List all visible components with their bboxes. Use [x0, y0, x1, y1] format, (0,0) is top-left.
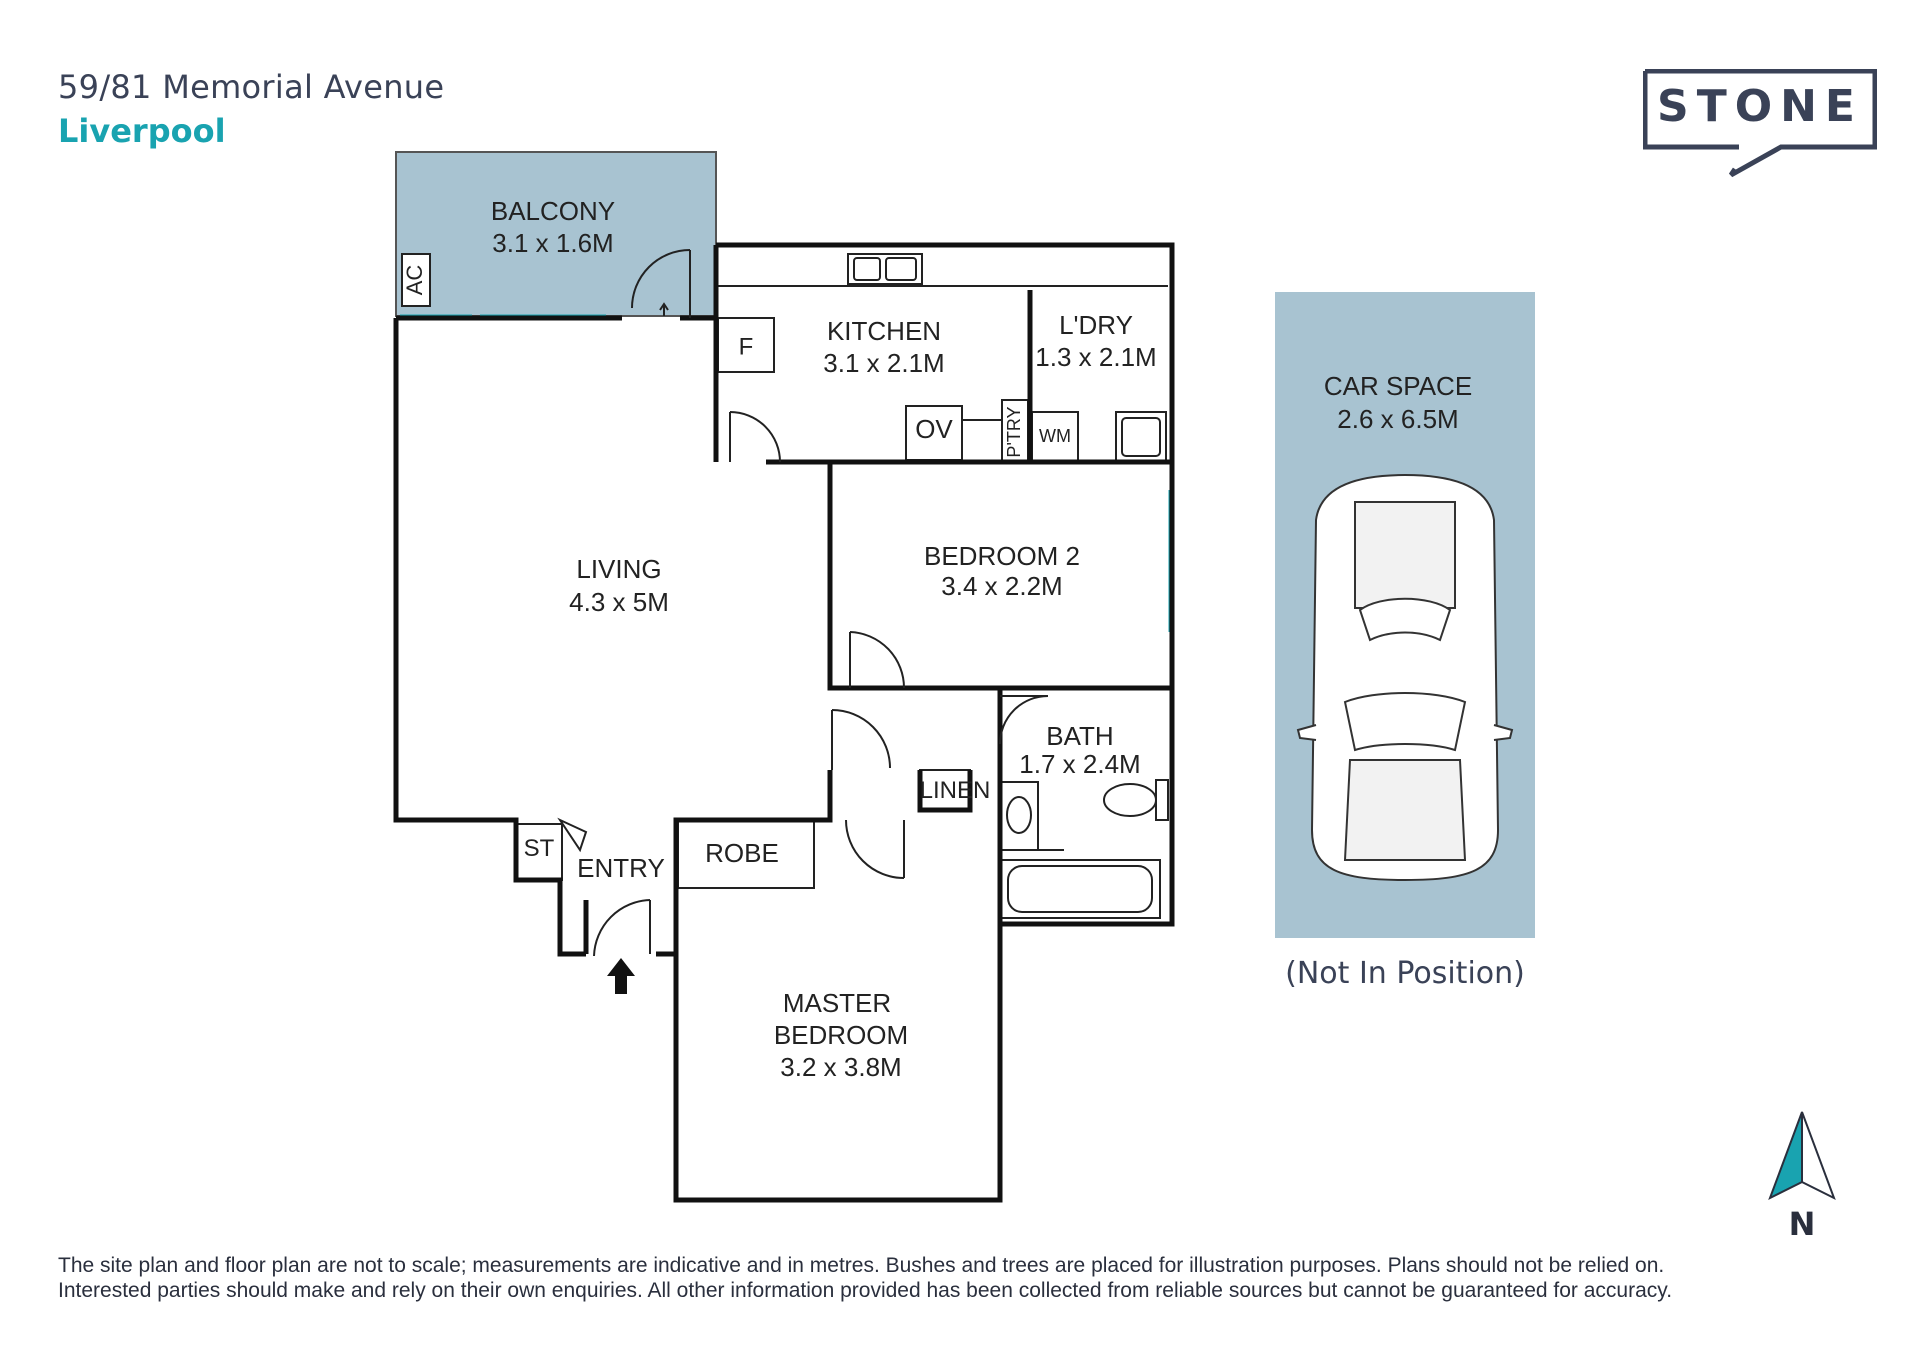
car-icon: [1296, 473, 1514, 882]
stone-logo: STONE: [1643, 69, 1877, 178]
kitchen-name: KITCHEN: [827, 316, 941, 346]
balcony-size: 3.1 x 1.6M: [492, 228, 613, 258]
sink-icon: [847, 253, 923, 285]
entry-arrow-icon: [607, 958, 635, 994]
room-labels: BALCONY 3.1 x 1.6M KITCHEN 3.1 x 2.1M L'…: [491, 196, 1472, 1082]
north-label: N: [1789, 1205, 1816, 1240]
store-name: ST: [524, 835, 555, 862]
bath-size: 1.7 x 2.4M: [1019, 749, 1140, 779]
balcony-area: AC: [395, 151, 717, 317]
walls: [393, 242, 1175, 1203]
living-size: 4.3 x 5M: [569, 587, 669, 617]
address-suburb: Liverpool: [58, 112, 226, 150]
living-name: LIVING: [576, 554, 661, 584]
pantry-label: P'TRY: [1004, 406, 1024, 457]
laundry-name: L'DRY: [1059, 310, 1133, 340]
linen-name: LINEN: [920, 777, 991, 804]
car-space-size: 2.6 x 6.5M: [1337, 404, 1458, 434]
toilet-icon: [1103, 779, 1169, 821]
north-arrow-icon: N: [1768, 1111, 1836, 1240]
balcony-name: BALCONY: [491, 196, 615, 226]
brand-name: STONE: [1657, 81, 1863, 132]
oven-label: OV: [915, 414, 953, 444]
entry-name: ENTRY: [577, 853, 665, 883]
bath-fixtures: [515, 769, 1169, 919]
linen-cupboard: [919, 769, 971, 811]
kitchen-fixtures: F OV P'TRY WM: [717, 253, 1168, 463]
disclaimer-line1: The site plan and floor plan are not to …: [58, 1254, 1665, 1277]
car-space-name: CAR SPACE: [1324, 371, 1472, 401]
disclaimer: The site plan and floor plan are not to …: [58, 1253, 1878, 1303]
robe-name: ROBE: [705, 838, 779, 868]
laundry-size: 1.3 x 2.1M: [1035, 342, 1156, 372]
ac-label: AC: [402, 265, 427, 296]
doors: [557, 249, 1049, 957]
master-name-line2: BEDROOM: [774, 1020, 908, 1050]
address-block: 59/81 Memorial Avenue Liverpool: [58, 68, 444, 150]
washer-label: WM: [1039, 426, 1071, 446]
disclaimer-line2: Interested parties should make and rely …: [58, 1279, 1673, 1302]
balcony-arrow: [659, 302, 669, 316]
store-cupboard: [515, 823, 563, 881]
bath-name: BATH: [1046, 721, 1113, 751]
address-street: 59/81 Memorial Avenue: [58, 68, 445, 106]
master-name-line1: MASTER: [783, 988, 891, 1018]
oven: [905, 405, 963, 461]
bedroom2-size: 3.4 x 2.2M: [941, 571, 1062, 601]
kitchen-size: 3.1 x 2.1M: [823, 348, 944, 378]
master-size: 3.2 x 3.8M: [780, 1052, 901, 1082]
car-space-note: (Not In Position): [1285, 956, 1525, 991]
fridge-label: F: [739, 333, 754, 360]
washer: [1031, 411, 1079, 463]
ac-unit: [401, 253, 431, 307]
bedroom2-name: BEDROOM 2: [924, 541, 1080, 571]
